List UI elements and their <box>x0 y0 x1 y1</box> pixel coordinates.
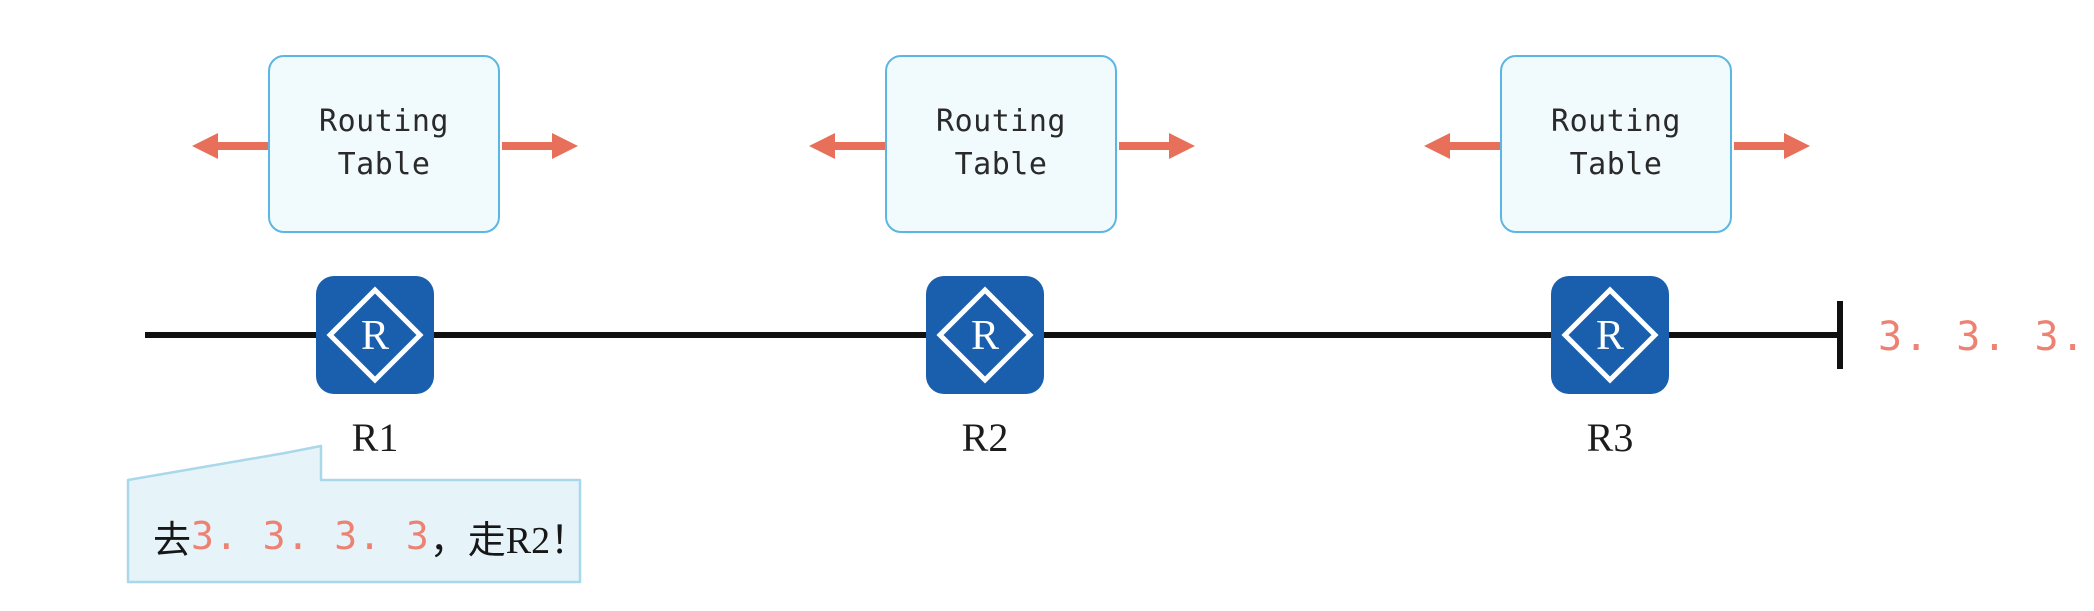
router-label-r1: R1 <box>351 415 399 460</box>
arrow-left-icon-2 <box>807 131 885 161</box>
routing-table-label-line1: Routing <box>1551 104 1681 140</box>
routing-table-box-1[interactable]: Routing Table <box>268 55 500 233</box>
link-terminator-bar <box>1837 301 1843 369</box>
callout-prefix: 去 <box>153 517 192 562</box>
router-label-r3: R3 <box>1586 415 1634 460</box>
router-label-r2: R2 <box>961 415 1009 460</box>
routing-table-label-line2: Table <box>1569 147 1663 182</box>
router-icon-r1[interactable]: R <box>316 276 434 394</box>
callout-suffix: ，走R2！ <box>429 519 589 562</box>
arrow-right-icon-2 <box>1119 131 1197 161</box>
arrow-right-icon-3 <box>1734 131 1812 161</box>
routing-table-label-line1: Routing <box>319 104 449 140</box>
routing-table-label-line2: Table <box>954 147 1048 182</box>
svg-text:R: R <box>971 313 999 359</box>
destination-ip-label: 3. 3. 3. 3 <box>1878 314 2094 360</box>
svg-text:R: R <box>1596 313 1624 359</box>
arrow-right-icon-1 <box>502 131 580 161</box>
router-icon-r3[interactable]: R <box>1551 276 1669 394</box>
routing-table-label-line1: Routing <box>936 104 1066 140</box>
arrow-left-icon-1 <box>190 131 268 161</box>
routing-table-label-line2: Table <box>337 147 431 182</box>
svg-text:R: R <box>361 313 389 359</box>
routing-table-box-2[interactable]: Routing Table <box>885 55 1117 233</box>
router-icon-r2[interactable]: R <box>926 276 1044 394</box>
callout-ip: 3. 3. 3. 3 <box>191 514 430 558</box>
arrow-left-icon-3 <box>1422 131 1500 161</box>
routing-table-box-3[interactable]: Routing Table <box>1500 55 1732 233</box>
